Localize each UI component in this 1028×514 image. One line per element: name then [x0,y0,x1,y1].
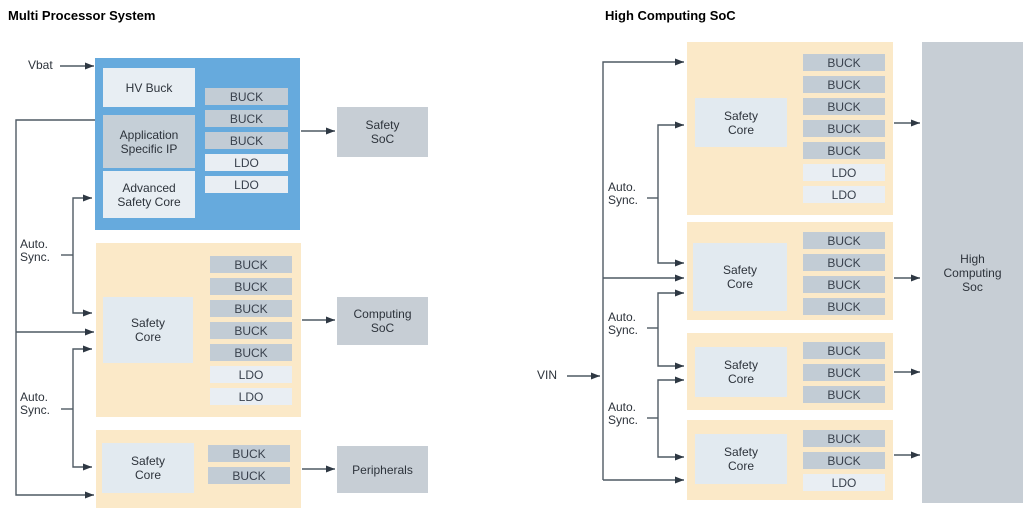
ldo-rail: LDO [205,154,288,171]
buck-rail: BUCK [210,344,292,361]
buck-rail: BUCK [803,298,885,315]
pmic2-safety-core-block: Safety Core [693,243,787,311]
right-auto-sync-label-1: Auto. Sync. [608,180,639,207]
right-auto-sync-label-2: Auto. Sync. [608,310,639,337]
buck-rail: BUCK [205,88,288,105]
ldo-rail: LDO [803,186,885,203]
pmic3-rail-stack: BUCK BUCK BUCK [803,342,885,403]
advanced-safety-core-block: Advanced Safety Core [103,171,195,218]
right-panel-title: High Computing SoC [605,8,736,23]
ldo-rail: LDO [210,366,292,383]
buck-rail: BUCK [205,132,288,149]
buck-rail: BUCK [210,278,292,295]
buck-rail: BUCK [803,232,885,249]
buck-rail: BUCK [210,322,292,339]
buck-rail: BUCK [803,430,885,447]
left-sync1-down [72,255,92,317]
buck-rail: BUCK [803,364,885,381]
pmic1-safety-core-block: Safety Core [695,98,787,147]
right-sync1-down [657,198,684,267]
safety-soc-block: Safety SoC [337,107,428,157]
left-panel-title: Multi Processor System [8,8,156,23]
right-auto-sync-label-3: Auto. Sync. [608,400,639,427]
application-specific-ip-block: Application Specific IP [103,115,195,168]
buck-rail: BUCK [803,54,885,71]
buck-rail: BUCK [803,142,885,159]
mid-pmic-rail-stack: BUCK BUCK BUCK BUCK BUCK LDO LDO [210,256,292,405]
pmic2-rail-stack: BUCK BUCK BUCK BUCK [803,232,885,315]
buck-rail: BUCK [210,256,292,273]
vin-label: VIN [537,368,558,382]
bottom-pmic-rail-stack: BUCK BUCK [208,445,290,484]
right-sync3-down [657,418,684,461]
buck-rail: BUCK [803,386,885,403]
buck-rail: BUCK [208,445,290,462]
buck-rail: BUCK [803,120,885,137]
buck-rail: BUCK [803,76,885,93]
computing-soc-block: Computing SoC [337,297,428,345]
left-sync2-up [72,345,92,409]
buck-rail: BUCK [803,276,885,293]
high-computing-soc-block: High Computing Soc [922,42,1023,503]
buck-rail: BUCK [210,300,292,317]
pmic4-safety-core-block: Safety Core [695,434,787,484]
left-sync2-down [72,409,92,471]
ldo-rail: LDO [803,164,885,181]
pmic1-rail-stack: BUCK BUCK BUCK BUCK BUCK LDO LDO [803,54,885,203]
buck-rail: BUCK [803,98,885,115]
left-trunk [15,119,95,499]
bottom-safety-core-block: Safety Core [102,443,194,493]
right-sync2-down [657,328,684,370]
buck-rail: BUCK [803,452,885,469]
buck-rail: BUCK [803,342,885,359]
ldo-rail: LDO [803,474,885,491]
ldo-rail: LDO [205,176,288,193]
vbat-label: Vbat [28,58,53,72]
ldo-rail: LDO [210,388,292,405]
pmic3-safety-core-block: Safety Core [695,347,787,397]
peripherals-block: Peripherals [337,446,428,493]
left-auto-sync-label-2: Auto. Sync. [20,390,51,417]
main-pmic-rail-stack: BUCK BUCK BUCK LDO LDO [205,88,288,193]
right-sync3-up [657,376,684,418]
buck-rail: BUCK [205,110,288,127]
right-sync1-up [657,121,684,198]
buck-rail: BUCK [803,254,885,271]
left-sync1-up [72,194,92,255]
hv-buck-block: HV Buck [103,68,195,107]
right-trunk [602,58,684,480]
pmic4-rail-stack: BUCK BUCK LDO [803,430,885,491]
buck-rail: BUCK [208,467,290,484]
mid-safety-core-block: Safety Core [103,297,193,363]
right-sync2-up [657,289,684,328]
left-auto-sync-label-1: Auto. Sync. [20,237,51,264]
